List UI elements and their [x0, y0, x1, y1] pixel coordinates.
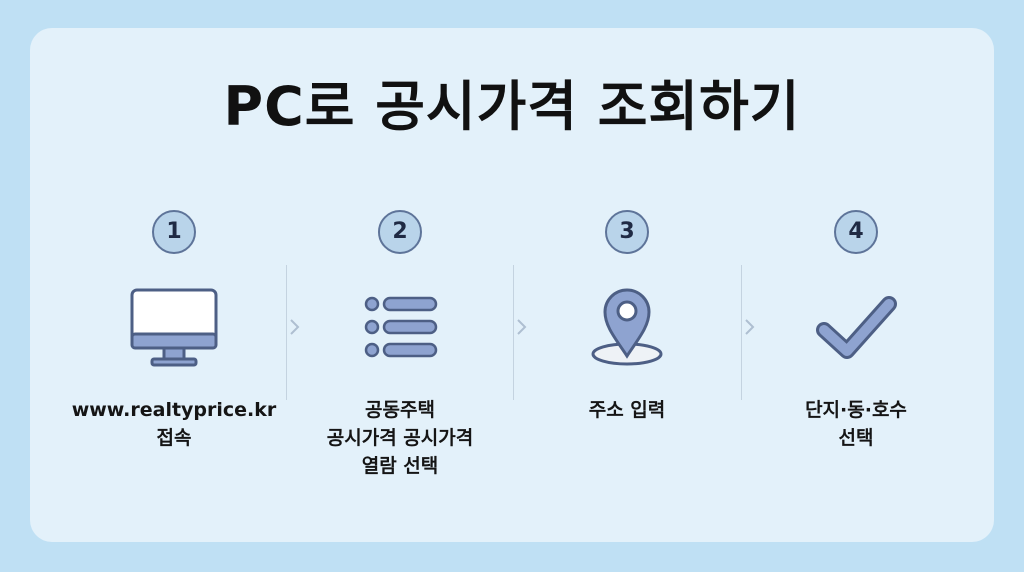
step-3: 3 주소 입력 [513, 0, 741, 572]
step-label: 단지·동·호수 선택 [805, 399, 907, 449]
step-divider [286, 265, 287, 400]
step-number-badge: 1 [152, 210, 196, 254]
chevron-right-icon [745, 319, 755, 335]
step-label: 공동주택 공시가격 공시가격 열람 선택 [326, 399, 474, 477]
step-number-badge: 2 [378, 210, 422, 254]
step-label: 주소 입력 [588, 399, 666, 421]
step-number-badge: 4 [834, 210, 878, 254]
step-2: 2 공동주택 공시가격 공시가격 열람 선택 [286, 0, 514, 572]
list-icon [364, 296, 438, 358]
page-title: PC로 공시가격 조회하기 [223, 75, 801, 138]
step-divider [741, 265, 742, 400]
step-1: 1 www.realtyprice.kr 접속 [60, 0, 288, 572]
content-card [30, 28, 994, 542]
location-pin-icon [591, 288, 663, 366]
checkmark-icon [816, 296, 897, 359]
chevron-right-icon [517, 319, 527, 335]
chevron-right-icon [290, 319, 300, 335]
step-number-badge: 3 [605, 210, 649, 254]
step-4: 4 단지·동·호수 선택 [742, 0, 970, 572]
step-divider [513, 265, 514, 400]
monitor-icon [130, 288, 218, 367]
step-label: www.realtyprice.kr 접속 [71, 399, 277, 449]
